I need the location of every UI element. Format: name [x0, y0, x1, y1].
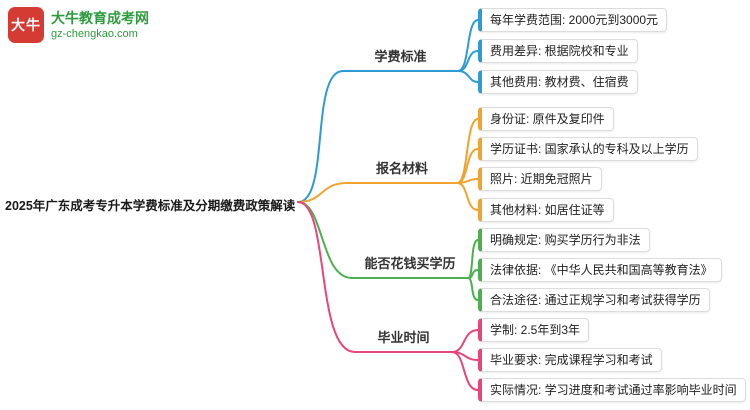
- site-logo: 大牛 大牛教育成考网 gz-chengkao.com: [8, 7, 149, 43]
- leaf-node: 法律依据: 《中华人民共和国高等教育法》: [478, 258, 722, 282]
- branch-node-buy-diploma: 能否花钱买学历: [352, 256, 468, 279]
- leaf-node: 学制: 2.5年到3年: [478, 318, 590, 342]
- logo-seal-icon: 大牛: [8, 7, 44, 43]
- site-name: 大牛教育成考网: [51, 9, 149, 26]
- logo-seal-text: 大牛: [11, 17, 41, 33]
- leaf-node: 合法途径: 通过正规学习和考试获得学历: [478, 288, 710, 312]
- leaf-node: 明确规定: 购买学历行为非法: [478, 228, 650, 252]
- site-url: gz-chengkao.com: [51, 27, 138, 40]
- leaf-node: 其他费用: 教材费、住宿费: [478, 70, 638, 94]
- leaf-node: 费用差异: 根据院校和专业: [478, 39, 638, 63]
- leaf-node: 实际情况: 学习进度和考试通过率影响毕业时间: [478, 378, 746, 402]
- leaf-node: 照片: 近期免冠照片: [478, 167, 602, 191]
- leaf-node: 身份证: 原件及复印件: [478, 107, 614, 131]
- branch-node-tuition: 学费标准: [343, 49, 458, 72]
- root-node: 2025年广东成考专升本学费标准及分期缴费政策解读: [5, 199, 296, 213]
- leaf-node: 每年学费范围: 2000元到3000元: [478, 8, 668, 32]
- leaf-node: 其他材料: 如居住证等: [478, 198, 614, 222]
- branch-node-materials: 报名材料: [347, 161, 457, 184]
- branch-node-graduation: 毕业时间: [355, 330, 452, 353]
- leaf-node: 毕业要求: 完成课程学习和考试: [478, 348, 662, 372]
- leaf-node: 学历证书: 国家承认的专科及以上学历: [478, 137, 698, 161]
